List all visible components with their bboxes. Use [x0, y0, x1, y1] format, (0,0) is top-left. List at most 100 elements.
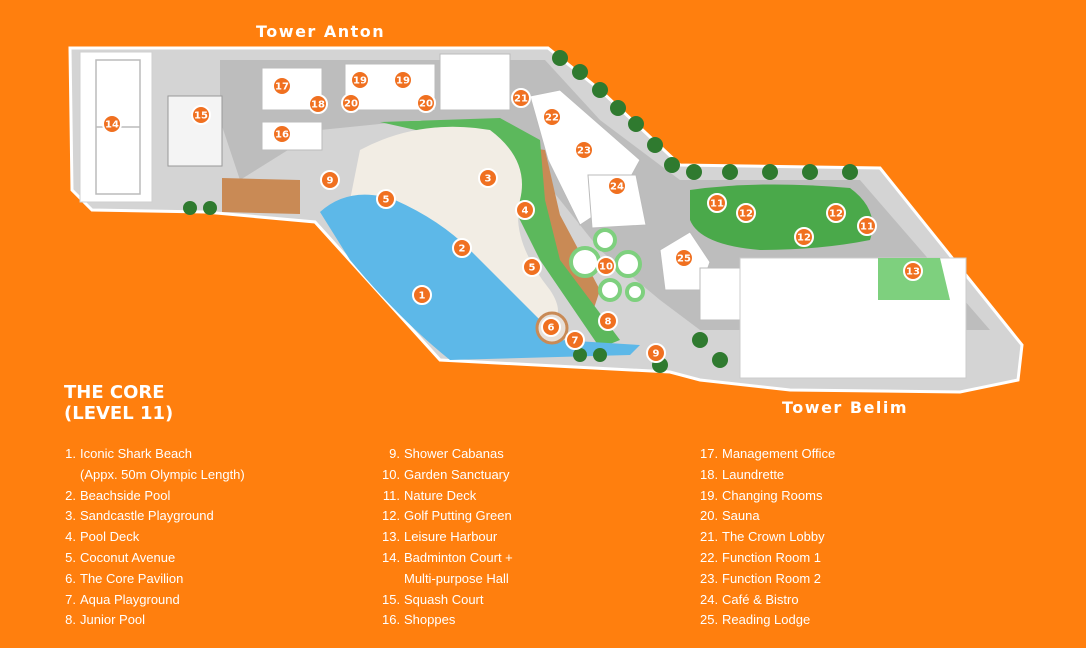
map-marker-24: 24	[607, 176, 627, 196]
legend-item: 21.The Crown Lobby	[700, 527, 835, 548]
map-marker-2: 2	[452, 238, 472, 258]
legend-number: 1.	[65, 446, 76, 461]
map-marker-9: 9	[320, 170, 340, 190]
map-marker-20: 20	[341, 93, 361, 113]
legend-number: 17.	[700, 446, 719, 461]
legend-item: 11.Nature Deck	[382, 486, 513, 507]
title-line-1: THE CORE	[64, 382, 165, 403]
marker-circle	[191, 105, 211, 125]
legend-number: 8.	[65, 612, 76, 628]
map-marker-8: 8	[598, 311, 618, 331]
legend-item: 22.Function Room 1	[700, 548, 835, 569]
map-marker-7: 7	[565, 330, 585, 350]
garden-circle	[614, 250, 642, 278]
marker-circle	[646, 343, 666, 363]
legend-label: Coconut Avenue	[80, 549, 176, 565]
map-marker-4: 4	[515, 200, 535, 220]
shoppes-block	[261, 121, 323, 151]
marker-label: 14	[105, 120, 119, 131]
legend-label: The Crown Lobby	[722, 529, 825, 545]
pool-deck	[222, 178, 300, 214]
marker-label: 3	[485, 174, 492, 185]
tree-line	[183, 50, 858, 373]
marker-label: 5	[383, 195, 390, 206]
map-marker-17: 17	[272, 76, 292, 96]
legend-label: Café & Bistro	[722, 591, 799, 607]
cafe-block	[587, 174, 647, 229]
marker-label: 20	[344, 99, 358, 110]
legend-number: 15.	[382, 591, 401, 607]
map-marker-11: 11	[707, 193, 727, 213]
marker-circle	[272, 76, 292, 96]
marker-circle	[478, 168, 498, 188]
legend-item: 13.Leisure Harbour	[382, 527, 513, 548]
garden-circle	[598, 278, 622, 302]
marker-circle	[857, 216, 877, 236]
marker-label: 8	[605, 317, 612, 328]
legend-item: (Appx. 50m Olympic Length)	[64, 465, 245, 486]
legend-number: 4.	[65, 529, 76, 545]
map-marker-6: 6	[541, 317, 561, 337]
legend-number: 19.	[700, 487, 719, 503]
map-marker-20: 20	[416, 93, 436, 113]
marker-circle	[102, 114, 122, 134]
marker-label: 5	[529, 263, 536, 274]
map-marker-10: 10	[596, 256, 616, 276]
legend-item: 4.Pool Deck	[64, 527, 245, 548]
legend-item: 14.Badminton Court +	[382, 548, 513, 569]
marker-circle	[522, 257, 542, 277]
marker-label: 20	[419, 99, 433, 110]
legend-label: Multi-purpose Hall	[404, 570, 509, 586]
legend-item: 3.Sandcastle Playground	[64, 506, 245, 527]
marker-circle	[515, 200, 535, 220]
marker-label: 22	[545, 113, 559, 124]
marker-label: 1	[419, 291, 426, 302]
map-marker-12: 12	[736, 203, 756, 223]
legend-number	[382, 569, 400, 590]
legend-label: Badminton Court +	[404, 549, 513, 565]
legend-item: 20.Sauna	[700, 506, 835, 527]
marker-circle	[598, 311, 618, 331]
legend-label: Pool Deck	[80, 529, 140, 545]
legend-number: 21.	[700, 529, 719, 545]
map-marker-15: 15	[191, 105, 211, 125]
map-marker-19: 19	[350, 70, 370, 90]
marker-label: 19	[396, 76, 410, 87]
marker-label: 11	[710, 199, 724, 210]
legend-number: 10.	[382, 466, 401, 482]
legend-label: Function Room 1	[722, 549, 821, 565]
marker-circle	[412, 285, 432, 305]
legend-label: Garden Sanctuary	[404, 466, 510, 482]
legend-item: 8.Junior Pool	[64, 610, 245, 631]
marker-label: 2	[459, 244, 466, 255]
legend-number: 14.	[382, 549, 401, 565]
legend-label: Iconic Shark Beach	[80, 446, 193, 461]
marker-circle	[350, 70, 370, 90]
map-marker-5: 5	[522, 257, 542, 277]
marker-label: 12	[739, 209, 753, 220]
legend-label: Beachside Pool	[80, 487, 171, 503]
marker-circle	[707, 193, 727, 213]
legend-label: Shoppes	[404, 612, 456, 628]
legend-label: Nature Deck	[404, 487, 477, 503]
legend-number: 2.	[65, 487, 76, 503]
marker-label: 25	[677, 254, 691, 265]
legend-label: Reading Lodge	[722, 612, 811, 628]
marker-circle	[511, 88, 531, 108]
marker-circle	[376, 189, 396, 209]
marker-label: 6	[548, 323, 555, 334]
map-marker-3: 3	[478, 168, 498, 188]
legend-item: 5.Coconut Avenue	[64, 548, 245, 569]
marker-label: 10	[599, 262, 613, 273]
legend-number: 16.	[382, 612, 401, 628]
map-marker-23: 23	[574, 140, 594, 160]
map-marker-16: 16	[272, 124, 292, 144]
beach-sand	[350, 126, 558, 331]
legend-label: Management Office	[722, 446, 836, 461]
marker-circle	[542, 107, 562, 127]
tower-belim-label: Tower Belim	[782, 398, 909, 417]
legend-number: 7.	[65, 591, 76, 607]
marker-circle	[308, 94, 328, 114]
marker-label: 12	[829, 209, 843, 220]
marker-circle	[393, 70, 413, 90]
